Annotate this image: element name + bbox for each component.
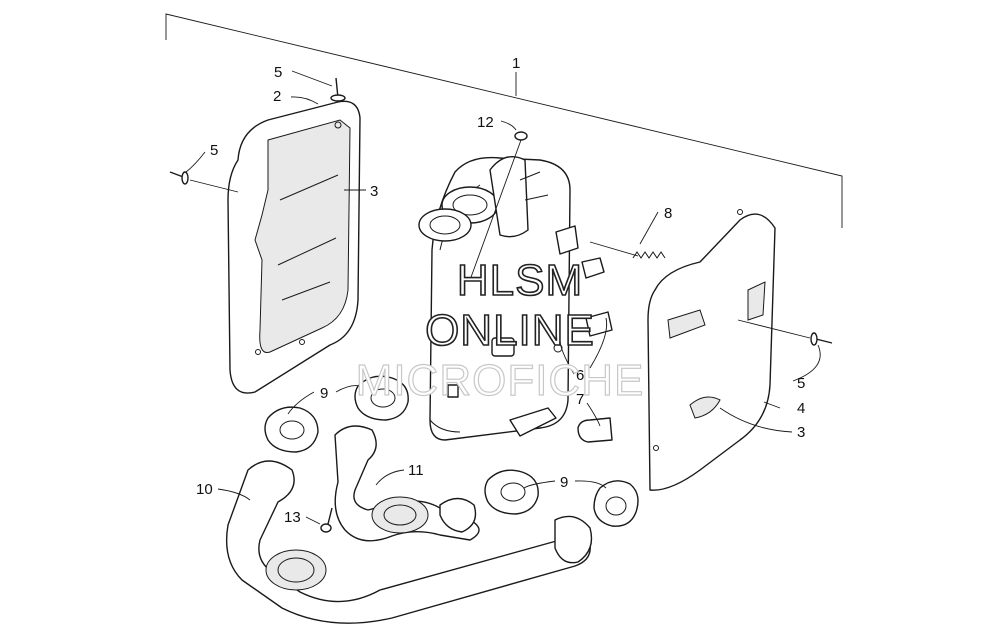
callout-labels: 1 2 3 3 4 5 5 5 6 7 8 9 9 10 11 12 13 (196, 55, 805, 526)
callout-5-top: 5 (274, 64, 282, 81)
bolt-right (810, 332, 833, 346)
muffler (418, 156, 571, 441)
callout-9-bottom: 9 (560, 474, 568, 491)
mount-grommets (555, 225, 613, 443)
callout-10: 10 (196, 481, 213, 498)
gaskets (264, 375, 639, 527)
callout-3-left: 3 (370, 183, 378, 200)
left-heat-shield (227, 100, 361, 394)
callout-6: 6 (576, 367, 584, 384)
watermark: HLSM ONLINE MICROFICHE (355, 255, 645, 405)
spring (632, 251, 666, 259)
front-exhaust-pipe (225, 460, 593, 624)
callout-5-right: 5 (797, 375, 805, 392)
callout-3-right: 3 (797, 424, 805, 441)
bolt-small (320, 507, 333, 533)
callout-4: 4 (797, 400, 805, 417)
callout-9-top: 9 (320, 385, 328, 402)
right-heat-shield (647, 209, 811, 491)
leader-lines (185, 70, 821, 525)
muffler-bolt (469, 131, 528, 281)
watermark-line-1: HLSM (457, 256, 583, 305)
callout-1: 1 (512, 55, 520, 72)
callout-13: 13 (284, 509, 301, 526)
callout-12: 12 (477, 114, 494, 131)
assembly-bracket (165, 13, 843, 228)
callout-5-left: 5 (210, 142, 218, 159)
rear-exhaust-pipe (334, 425, 480, 542)
bolt-top (330, 77, 346, 102)
watermark-line-3: MICROFICHE (356, 356, 645, 405)
callout-11: 11 (408, 462, 424, 479)
callout-2: 2 (273, 88, 281, 105)
callout-8: 8 (664, 205, 672, 222)
bolt-left (169, 171, 239, 193)
callout-7: 7 (576, 391, 584, 408)
watermark-line-2: ONLINE (425, 306, 595, 355)
